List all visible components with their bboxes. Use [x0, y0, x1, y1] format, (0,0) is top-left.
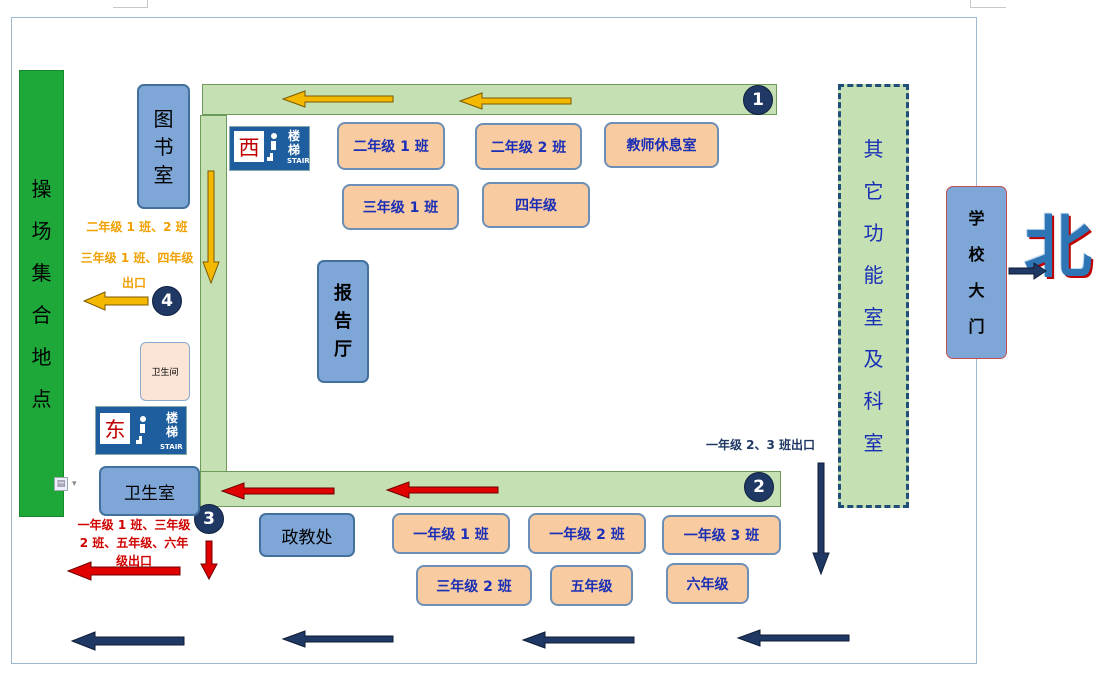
room-grade3-class2: 三年级 2 班 [416, 565, 532, 606]
navy-arrows [70, 262, 1047, 651]
room-grade2-class1: 二年级 1 班 [337, 122, 445, 170]
playground-char: 场 [31, 218, 52, 243]
library-char: 室 [153, 162, 174, 187]
stair-label-line1: 楼 [166, 411, 179, 425]
school-gate-char: 门 [968, 316, 985, 336]
arrow-left [521, 631, 635, 649]
room-grade1-class2: 一年级 2 班 [528, 513, 646, 554]
west-stair-sign: 西 楼 梯 STAIR [229, 126, 310, 171]
office-label: 政教处 [281, 527, 333, 548]
hall-char: 报 [334, 282, 352, 304]
arrow-left [281, 630, 394, 648]
function-rooms-char: 及 [863, 347, 884, 371]
arrow-left [281, 90, 394, 108]
note-line: 一年级 1 班、三年级 [77, 518, 191, 532]
room-grade1-class3: 一年级 3 班 [662, 515, 781, 555]
hall-char: 告 [334, 310, 352, 332]
school-gate-char: 学 [968, 208, 985, 228]
playground-assembly-area: 操 场 集 合 地 点 [19, 70, 64, 517]
stair-sub-label: STAIR [287, 157, 310, 165]
exit-4-badge: 4 [152, 286, 182, 316]
room-grade6: 六年级 [666, 563, 749, 604]
stair-label-line1: 楼 [288, 129, 301, 143]
exit-3-note: 一年级 1 班、三年级 2 班、五年级、六年 级出口 [70, 516, 198, 570]
chevron-down-icon[interactable]: ▾ [72, 479, 77, 489]
room-grade2-class2: 二年级 2 班 [475, 123, 582, 170]
clinic-room: 卫生室 [99, 466, 200, 516]
exit-4-note: 二年级 1 班、2 班 三年级 1 班、四年级 出口 [74, 218, 200, 293]
stair-direction-west: 西 [234, 131, 264, 162]
grade1-exit-note: 一年级 2、3 班出口 [706, 438, 816, 452]
playground-char: 点 [31, 386, 52, 411]
paste-options-icon[interactable]: ▤ [54, 477, 68, 491]
school-gate-char: 校 [968, 244, 985, 264]
function-rooms-char: 能 [863, 263, 884, 287]
stair-label-line2: 梯 [288, 143, 301, 157]
function-rooms-char: 室 [863, 431, 884, 455]
arrow-down [202, 170, 220, 285]
clinic-label: 卫生室 [124, 483, 175, 504]
stair-direction-east: 东 [100, 413, 130, 444]
corner-mark [970, 0, 1006, 8]
library-char: 图 [153, 106, 174, 131]
function-rooms-char: 科 [863, 389, 884, 413]
arrow-left [736, 629, 850, 647]
function-rooms-char: 室 [863, 305, 884, 329]
stair-person-icon [136, 416, 146, 444]
red-arrows [66, 481, 499, 581]
note-line: 2 班、五年级、六年 [79, 536, 189, 550]
function-rooms-char: 它 [863, 179, 884, 203]
school-gate-char: 大 [968, 280, 985, 300]
arrow-left [82, 291, 149, 311]
library-char: 书 [153, 134, 174, 159]
note-line: 级出口 [115, 554, 152, 568]
playground-char: 合 [31, 302, 52, 327]
arrow-right [1008, 262, 1047, 280]
room-teacher-lounge: 教师休息室 [604, 122, 719, 168]
room-grade1-class1: 一年级 1 班 [392, 513, 510, 554]
arrow-left [220, 482, 335, 500]
function-rooms-char: 功 [863, 221, 884, 245]
exit-2-badge: 2 [744, 472, 774, 502]
arrow-left [385, 481, 499, 499]
east-stair-sign: 东 楼 梯 STAIR [95, 406, 187, 455]
orange-arrows [82, 90, 572, 311]
stair-person-icon [267, 133, 277, 161]
arrow-left [66, 561, 181, 581]
library-room: 图 书 室 [137, 84, 190, 209]
hall-char: 厅 [334, 338, 352, 360]
exit-1-badge: 1 [743, 85, 773, 115]
note-line: 出口 [122, 276, 147, 290]
note-line: 三年级 1 班、四年级 [80, 251, 194, 265]
arrow-left [70, 631, 185, 651]
report-hall: 报 告 厅 [317, 260, 369, 383]
stair-sub-label: STAIR [160, 443, 183, 451]
function-rooms-block: 其 它 功 能 室 及 科 室 [838, 84, 909, 508]
arrow-down [812, 462, 830, 576]
school-gate: 学 校 大 门 [946, 186, 1007, 359]
corner-mark [113, 0, 148, 8]
political-education-office: 政教处 [259, 513, 355, 557]
arrow-down [200, 540, 218, 581]
playground-char: 操 [31, 176, 52, 201]
stair-label: 楼 梯 [288, 129, 300, 157]
note-line: 二年级 1 班、2 班 [86, 220, 188, 234]
room-grade3-class1: 三年级 1 班 [342, 184, 459, 230]
stair-label-line2: 梯 [166, 425, 179, 439]
playground-char: 地 [31, 344, 52, 369]
restroom: 卫生间 [140, 342, 190, 401]
room-grade5: 五年级 [550, 565, 633, 606]
arrow-left [458, 92, 572, 110]
stair-label: 楼 梯 [166, 411, 178, 439]
function-rooms-char: 其 [863, 137, 884, 161]
room-grade4: 四年级 [482, 182, 590, 228]
playground-char: 集 [31, 260, 52, 285]
